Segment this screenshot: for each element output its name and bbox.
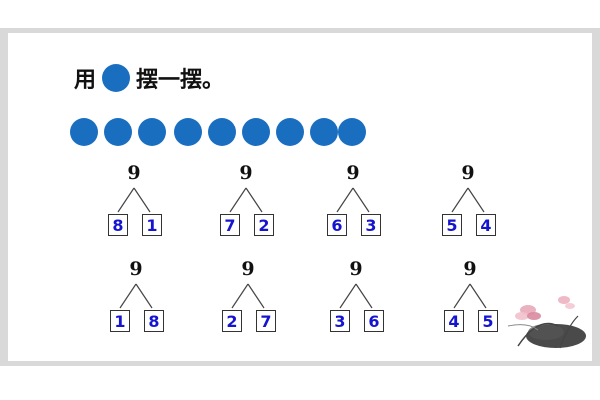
bond-part-left: 4 bbox=[444, 310, 464, 332]
number-bond-tree: 9 2 7 bbox=[218, 258, 278, 348]
counter-dot bbox=[242, 118, 270, 146]
bond-part-right: 1 bbox=[142, 214, 162, 236]
instruction-text-before: 用 bbox=[74, 68, 97, 93]
instruction-text-after: 摆一摆。 bbox=[136, 68, 225, 93]
instruction: 用 摆一摆。 bbox=[74, 60, 224, 96]
bond-branch-icon bbox=[119, 283, 153, 309]
bond-part-left: 6 bbox=[327, 214, 347, 236]
blue-disc-icon bbox=[102, 64, 131, 92]
bond-part-left: 1 bbox=[110, 310, 130, 332]
number-bond-tree: 9 1 8 bbox=[106, 258, 166, 348]
slide-frame bbox=[0, 28, 600, 366]
bond-total: 9 bbox=[346, 162, 360, 184]
bond-total: 9 bbox=[463, 258, 477, 280]
bond-total: 9 bbox=[461, 162, 475, 184]
number-bond-tree: 9 3 6 bbox=[326, 258, 386, 348]
bond-branch-icon bbox=[117, 187, 151, 213]
bond-part-left: 7 bbox=[220, 214, 240, 236]
bond-part-right: 8 bbox=[144, 310, 164, 332]
number-bond-tree: 9 7 2 bbox=[216, 162, 276, 252]
bond-part-right: 6 bbox=[364, 310, 384, 332]
counter-dot bbox=[310, 118, 338, 146]
bond-part-left: 8 bbox=[108, 214, 128, 236]
bond-branch-icon bbox=[339, 283, 373, 309]
bond-part-right: 7 bbox=[256, 310, 276, 332]
number-bond-tree: 9 6 3 bbox=[323, 162, 383, 252]
bond-part-right: 4 bbox=[476, 214, 496, 236]
number-bond-tree: 9 8 1 bbox=[104, 162, 164, 252]
bond-branch-icon bbox=[231, 283, 265, 309]
bond-total: 9 bbox=[349, 258, 363, 280]
bond-branch-icon bbox=[229, 187, 263, 213]
bond-part-left: 5 bbox=[442, 214, 462, 236]
counter-dot bbox=[276, 118, 304, 146]
bond-branch-icon bbox=[336, 187, 370, 213]
bond-branch-icon bbox=[451, 187, 485, 213]
counter-dot bbox=[174, 118, 202, 146]
counter-dot bbox=[338, 118, 366, 146]
counter-dot bbox=[104, 118, 132, 146]
counter-dot bbox=[138, 118, 166, 146]
lotus-painting-icon bbox=[507, 296, 586, 349]
counter-dot bbox=[70, 118, 98, 146]
bond-branch-icon bbox=[453, 283, 487, 309]
bond-part-left: 3 bbox=[330, 310, 350, 332]
bond-part-right: 3 bbox=[361, 214, 381, 236]
bond-total: 9 bbox=[241, 258, 255, 280]
bond-part-right: 2 bbox=[254, 214, 274, 236]
number-bond-tree: 9 4 5 bbox=[440, 258, 500, 348]
bond-total: 9 bbox=[239, 162, 253, 184]
number-bond-tree: 9 5 4 bbox=[438, 162, 498, 252]
bond-total: 9 bbox=[127, 162, 141, 184]
counter-dot bbox=[208, 118, 236, 146]
bond-part-left: 2 bbox=[222, 310, 242, 332]
bond-total: 9 bbox=[129, 258, 143, 280]
bond-part-right: 5 bbox=[478, 310, 498, 332]
